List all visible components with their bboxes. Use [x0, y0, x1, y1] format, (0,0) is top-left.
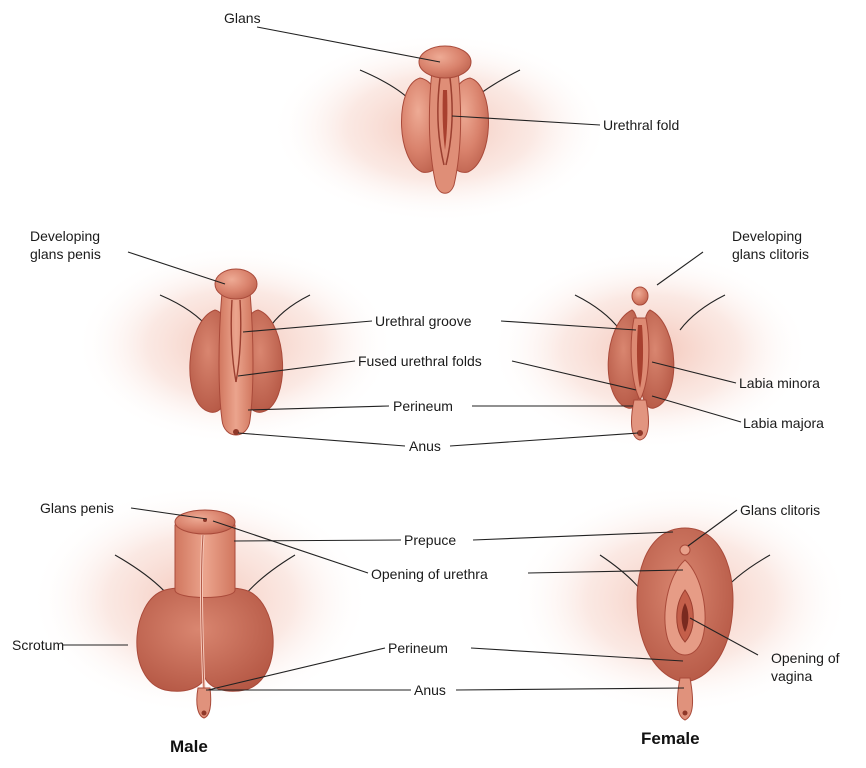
label-glans-clitoris: Glans clitoris — [740, 502, 820, 518]
male-final-illustration — [30, 485, 370, 718]
label-opening-of-vagina-1: Opening of — [771, 650, 840, 666]
label-developing-glans-penis-1: Developing — [30, 228, 100, 244]
label-urethral-groove: Urethral groove — [375, 313, 472, 329]
label-anus-mid: Anus — [409, 438, 441, 454]
label-developing-glans-clitoris-1: Developing — [732, 228, 802, 244]
female-final-illustration — [510, 485, 850, 720]
label-scrotum: Scrotum — [12, 637, 64, 653]
caption-female: Female — [641, 729, 700, 748]
male-intermediate-illustration — [75, 245, 395, 445]
label-glans: Glans — [224, 10, 261, 26]
label-fused-urethral-folds: Fused urethral folds — [358, 353, 482, 369]
label-labia-majora: Labia majora — [743, 415, 824, 431]
label-urethral-fold: Urethral fold — [603, 117, 679, 133]
label-anus-bottom: Anus — [414, 682, 446, 698]
label-glans-penis: Glans penis — [40, 500, 114, 516]
label-perineum-mid: Perineum — [393, 398, 453, 414]
label-opening-of-vagina-2: vagina — [771, 668, 812, 684]
label-developing-glans-penis-2: glans penis — [30, 246, 101, 262]
label-labia-minora: Labia minora — [739, 375, 820, 391]
label-developing-glans-clitoris-2: glans clitoris — [732, 246, 809, 262]
label-perineum-bottom: Perineum — [388, 640, 448, 656]
label-prepuce: Prepuce — [404, 532, 456, 548]
label-opening-of-urethra: Opening of urethra — [371, 566, 488, 582]
caption-male: Male — [170, 737, 208, 756]
